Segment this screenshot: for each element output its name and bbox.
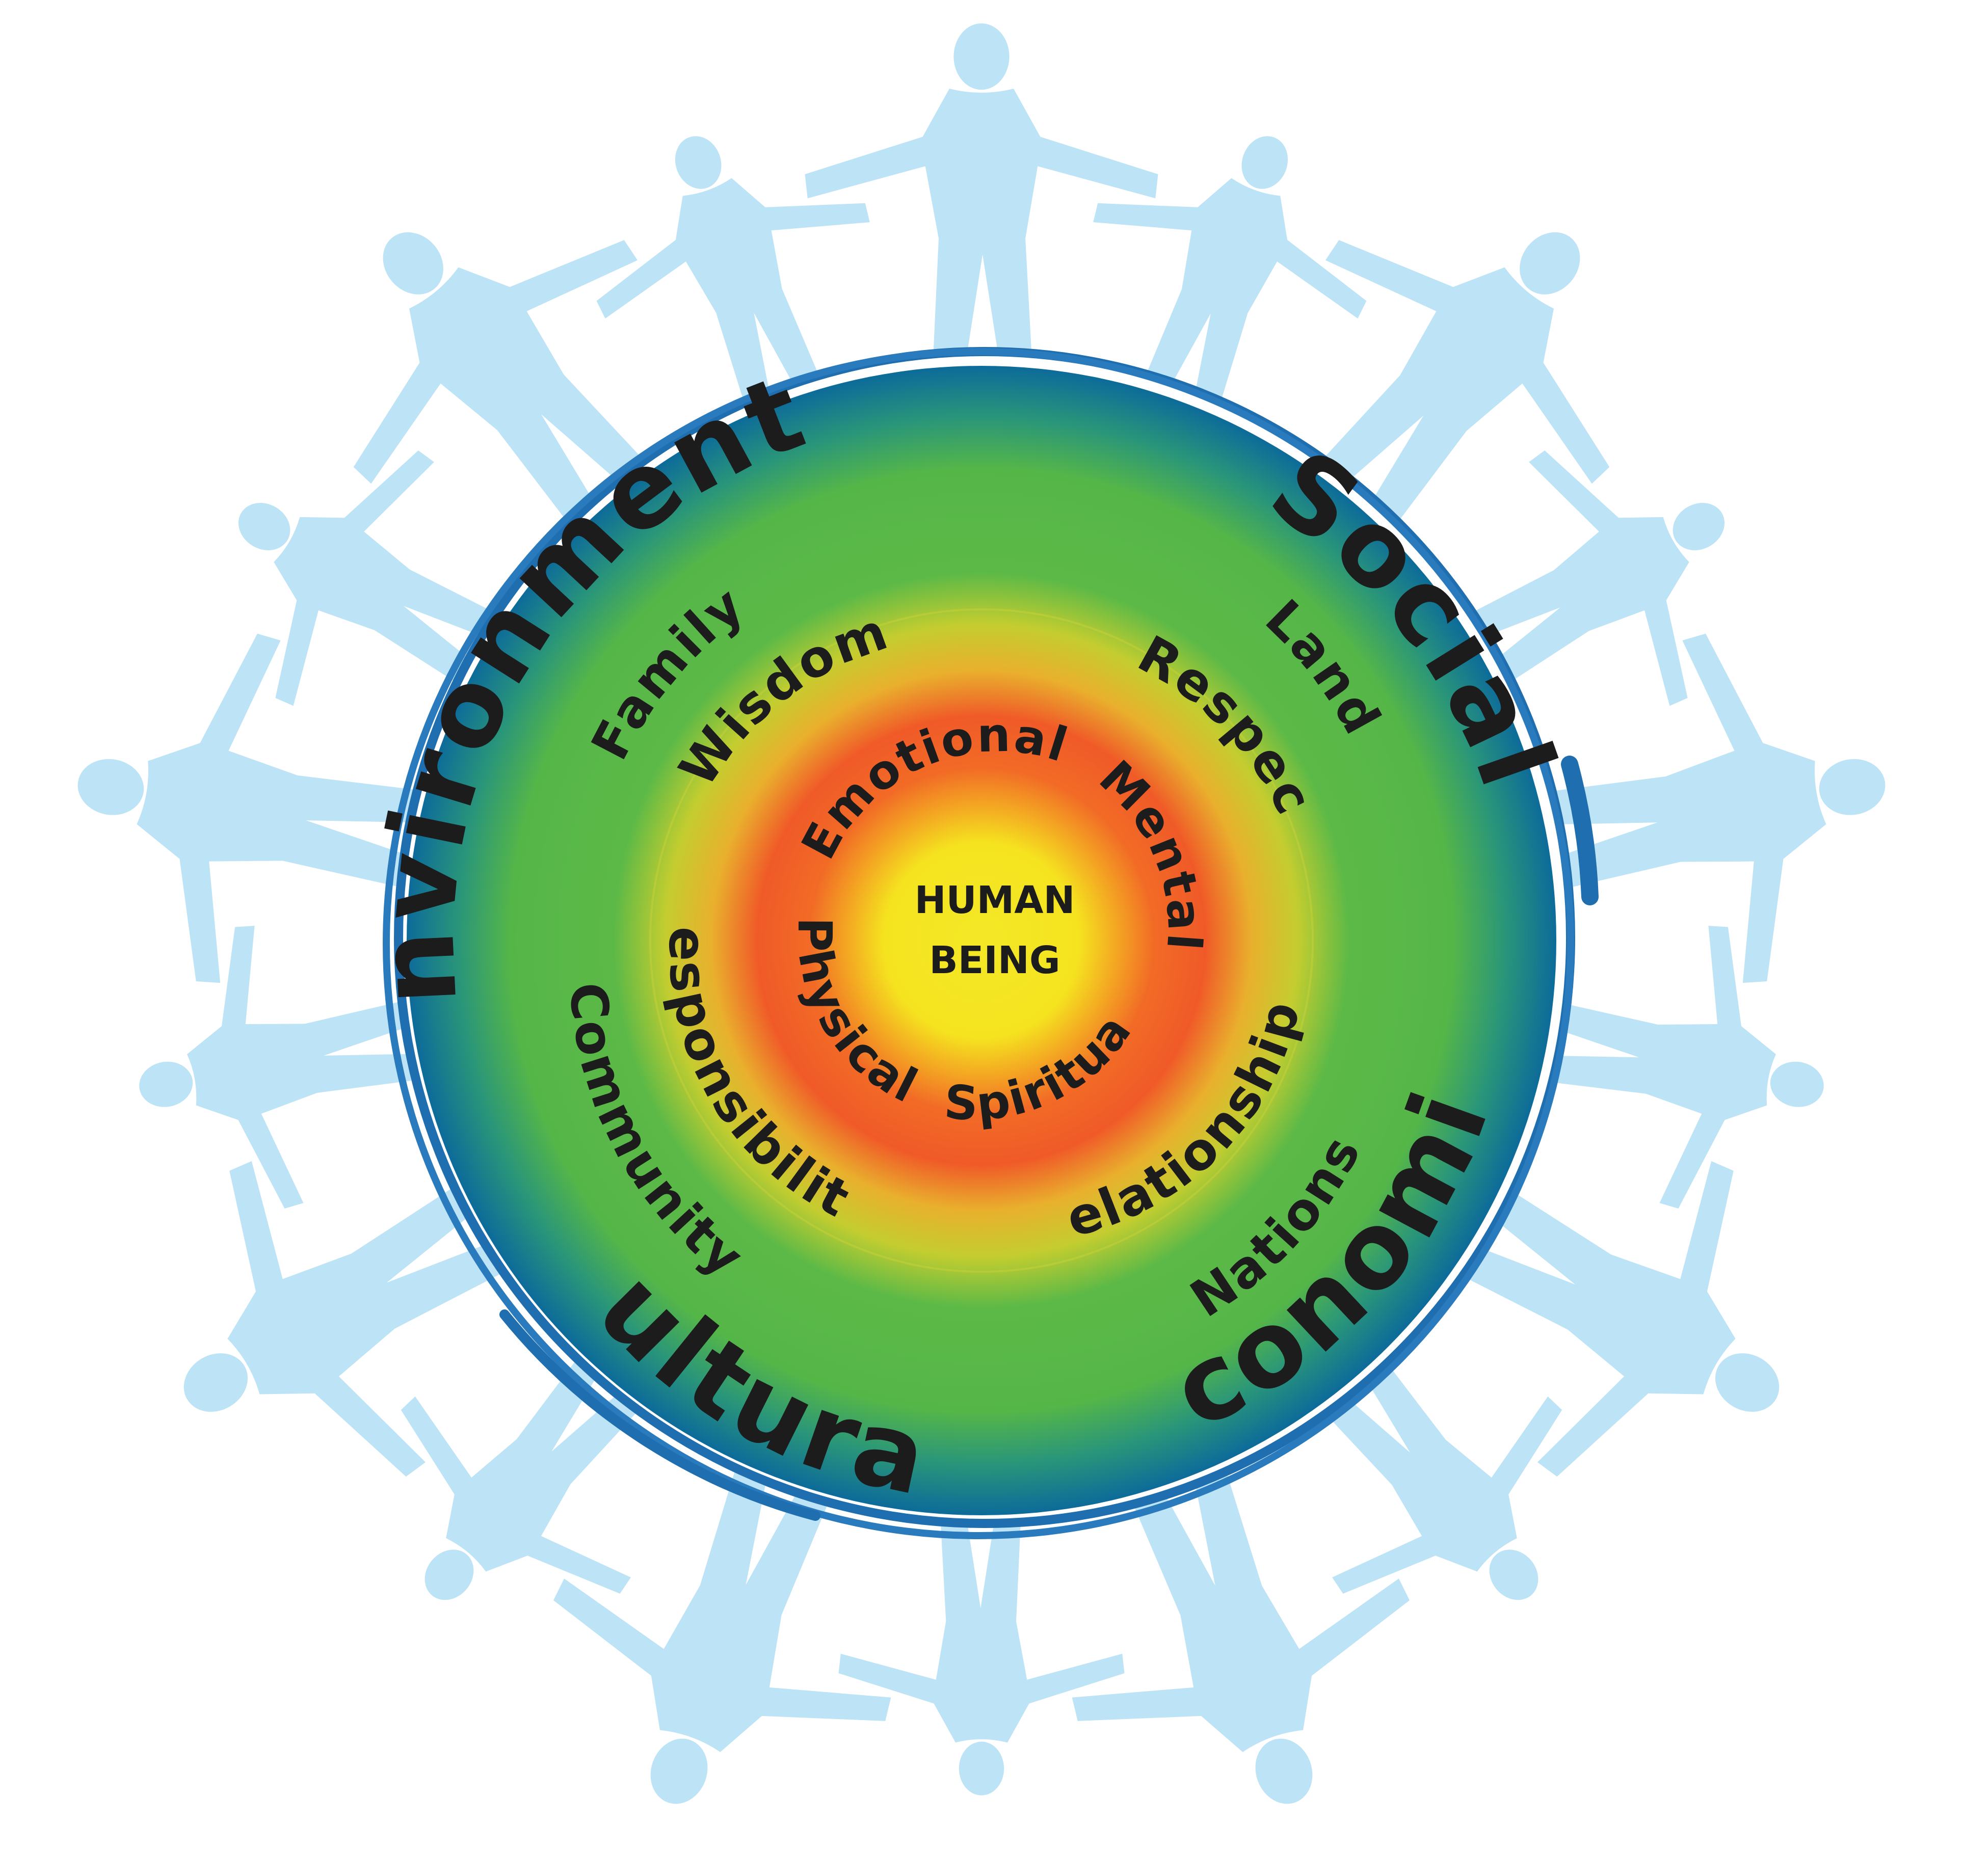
person-silhouette bbox=[838, 1509, 1125, 1795]
wellness-disc bbox=[407, 366, 1556, 1515]
person-silhouette bbox=[805, 23, 1158, 378]
core-label-line1: HUMAN bbox=[915, 878, 1075, 922]
core-label-line2: BEING bbox=[929, 939, 1060, 982]
